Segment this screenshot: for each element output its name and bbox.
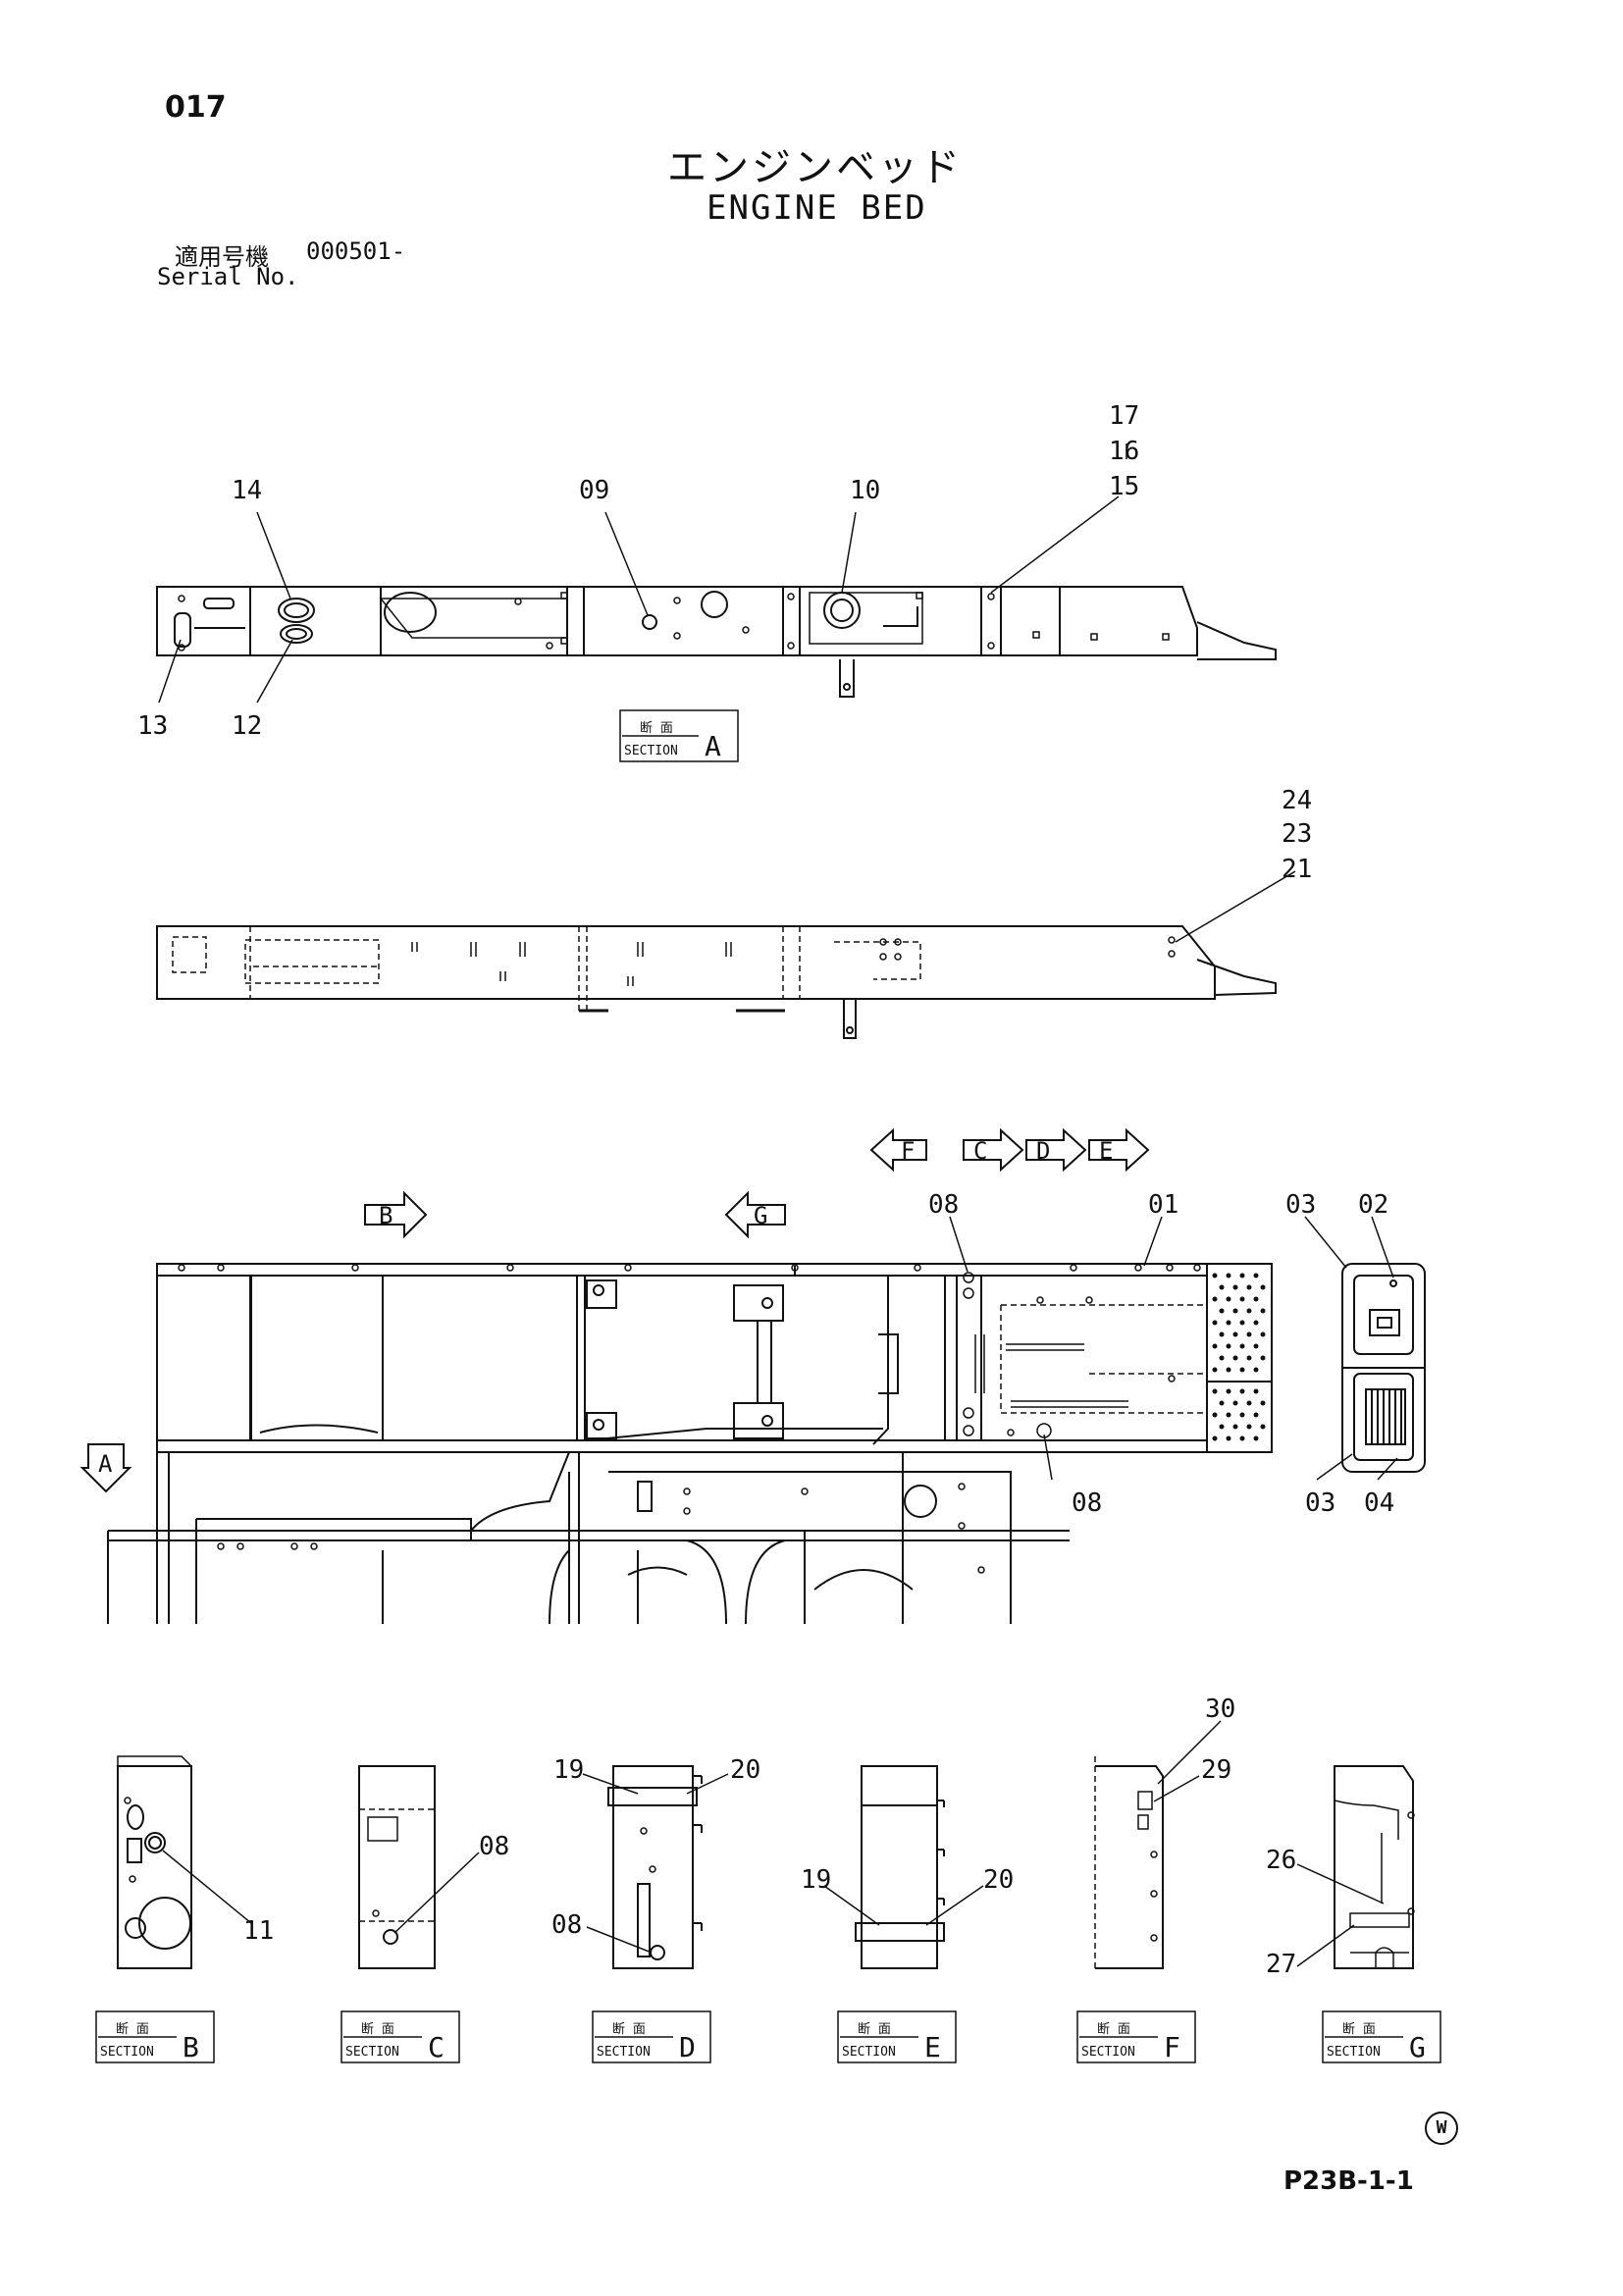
title-english: ENGINE BED	[707, 188, 927, 228]
callout-16: 16	[1109, 437, 1139, 466]
cover-panel-view	[1304, 1216, 1426, 1481]
callout-17: 17	[1109, 401, 1139, 431]
callout-08-section-c: 08	[479, 1832, 509, 1861]
section-g-view	[1296, 1765, 1415, 1969]
callout-30: 30	[1205, 1695, 1235, 1724]
section-a-en: SECTION	[624, 744, 678, 758]
section-c-view	[358, 1765, 480, 1969]
section-b-jp: 断 面	[116, 2022, 149, 2037]
section-c-en: SECTION	[345, 2045, 399, 2060]
section-e-letter: E	[924, 2031, 941, 2063]
callout-11: 11	[243, 1916, 274, 1946]
callout-24: 24	[1282, 786, 1312, 815]
callout-14: 14	[232, 476, 262, 505]
serial-number-value: 000501-	[306, 237, 406, 265]
w-mark-icon: W	[1425, 2112, 1458, 2145]
page-number: 017	[165, 90, 227, 125]
leader-21-24	[1175, 870, 1296, 943]
section-c-letter: C	[428, 2031, 445, 2063]
view-arrow-label-e: E	[1099, 1137, 1113, 1165]
view-arrow-label-a: A	[98, 1450, 113, 1478]
view-arrow-label-b: B	[379, 1202, 393, 1229]
serial-label-japanese: 適用号機	[175, 243, 269, 271]
view-arrow-label-f: F	[901, 1137, 915, 1165]
leaders-top-view	[158, 444, 1127, 704]
callout-13: 13	[137, 711, 168, 741]
callout-08-top: 08	[928, 1190, 959, 1220]
section-f-jp: 断 面	[1097, 2022, 1130, 2037]
callout-19-section-d: 19	[553, 1755, 584, 1785]
section-e-en: SECTION	[842, 2045, 896, 2060]
section-b-en: SECTION	[100, 2045, 154, 2060]
section-marker-a	[619, 709, 739, 762]
callout-09: 09	[579, 476, 609, 505]
section-g-letter: G	[1409, 2031, 1426, 2063]
section-d-en: SECTION	[597, 2045, 651, 2060]
section-f-view	[1094, 1720, 1222, 1972]
section-f-en: SECTION	[1081, 2045, 1135, 2060]
callout-08-section-d: 08	[551, 1910, 582, 1940]
title-japanese: エンジンベッド	[667, 145, 963, 190]
engine-bed-plan-view	[107, 1263, 1273, 1625]
callout-26: 26	[1266, 1846, 1296, 1875]
leaders-plan-view	[949, 1216, 1163, 1481]
document-code: P23B-1-1	[1283, 2166, 1414, 2196]
section-d-jp: 断 面	[612, 2022, 646, 2037]
section-g-jp: 断 面	[1342, 2022, 1376, 2037]
callout-20-section-e: 20	[983, 1865, 1014, 1895]
callout-19-section-e: 19	[801, 1865, 831, 1895]
callout-03-top: 03	[1285, 1190, 1316, 1220]
section-d-view	[582, 1765, 729, 1969]
section-g-en: SECTION	[1327, 2045, 1381, 2060]
section-e-view	[823, 1765, 984, 1969]
callout-29: 29	[1201, 1755, 1231, 1785]
callout-08-plan: 08	[1072, 1488, 1102, 1518]
callout-21: 21	[1282, 855, 1312, 884]
section-d-letter: D	[679, 2031, 696, 2063]
callout-27: 27	[1266, 1950, 1296, 1979]
engine-bed-side-view	[156, 925, 1277, 1039]
view-arrows	[79, 1127, 1150, 1493]
engine-bed-top-view	[156, 586, 1277, 698]
section-e-jp: 断 面	[858, 2022, 891, 2037]
callout-15: 15	[1109, 472, 1139, 501]
section-b-letter: B	[183, 2031, 199, 2063]
perforated-step-dots	[1212, 1273, 1266, 1441]
section-a-letter: A	[705, 730, 721, 762]
callout-03-bottom: 03	[1305, 1488, 1335, 1518]
callout-23: 23	[1282, 819, 1312, 849]
section-a-jp: 断 面	[640, 721, 673, 736]
view-arrow-label-g: G	[754, 1202, 767, 1229]
section-c-jp: 断 面	[361, 2022, 394, 2037]
view-arrow-label-c: C	[973, 1137, 987, 1165]
callout-10: 10	[850, 476, 880, 505]
callout-04: 04	[1364, 1488, 1394, 1518]
section-f-letter: F	[1164, 2031, 1180, 2063]
callout-01: 01	[1148, 1190, 1178, 1220]
callout-02: 02	[1358, 1190, 1388, 1220]
section-marker-boxes	[95, 2010, 1441, 2063]
callout-20-section-d: 20	[730, 1755, 760, 1785]
callout-12: 12	[232, 711, 262, 741]
view-arrow-label-d: D	[1036, 1137, 1050, 1165]
serial-label-english: Serial No.	[157, 263, 299, 290]
section-b-view	[117, 1755, 252, 1969]
